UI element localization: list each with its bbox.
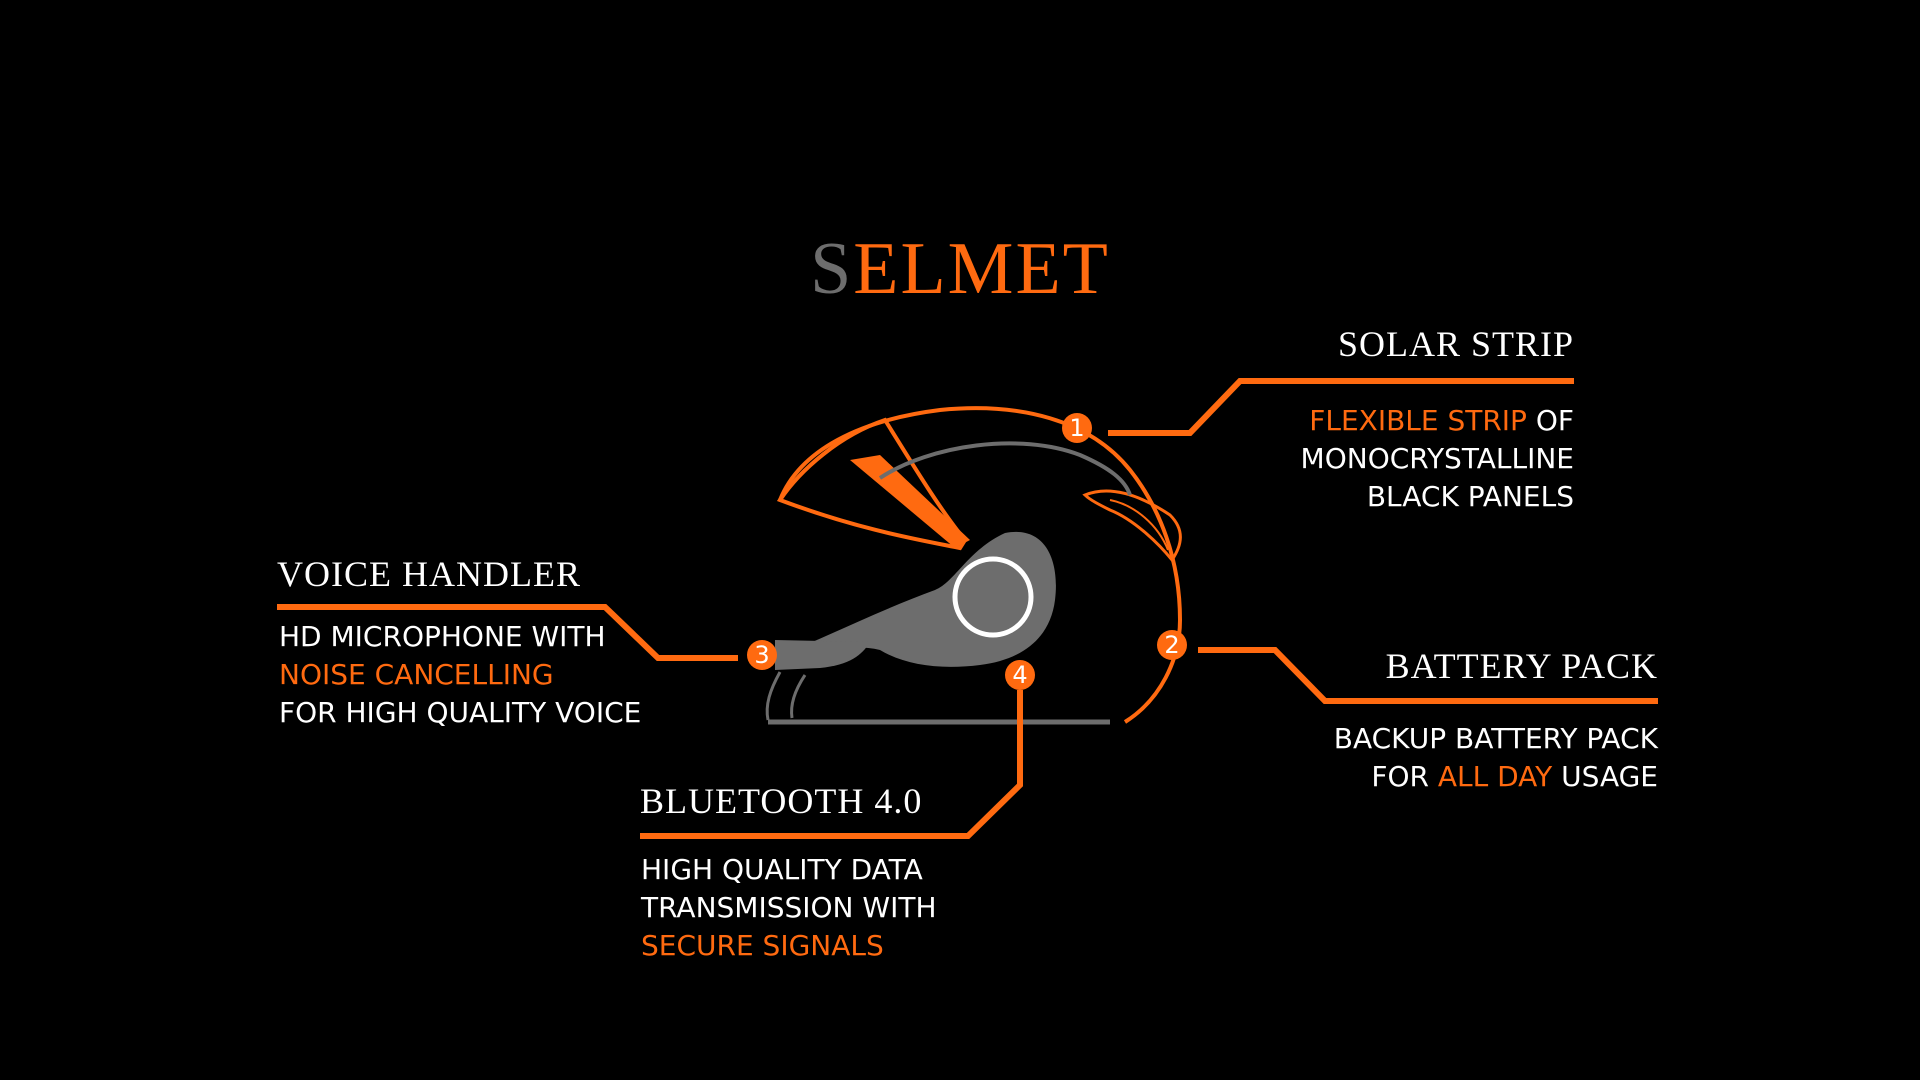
battery-heading: BATTERY PACK xyxy=(1385,646,1658,686)
battery-desc-line2: FOR ALL DAY USAGE xyxy=(1334,758,1658,796)
marker-solar: 1 xyxy=(1062,413,1092,443)
voice-leader-line xyxy=(277,604,738,661)
voice-desc-line3: FOR HIGH QUALITY VOICE xyxy=(279,696,642,729)
helmet-rear-fin xyxy=(1082,489,1182,563)
solar-heading: SOLAR STRIP xyxy=(1337,324,1574,364)
solar-description: FLEXIBLE STRIP OF MONOCRYSTALLINE BLACK … xyxy=(1301,402,1574,516)
helmet-rear-fin-inner xyxy=(1109,499,1169,551)
bluetooth-description: HIGH QUALITY DATA TRANSMISSION WITH SECU… xyxy=(641,851,937,965)
marker-battery: 2 xyxy=(1157,630,1187,660)
helmet-visor xyxy=(776,417,968,551)
bluetooth-desc-line2: TRANSMISSION WITH xyxy=(641,891,937,924)
marker-bluetooth: 4 xyxy=(1005,660,1035,690)
battery-desc-highlight: ALL DAY xyxy=(1437,760,1553,793)
voice-desc-highlight: NOISE CANCELLING xyxy=(279,658,554,691)
voice-desc-line1: HD MICROPHONE WITH xyxy=(279,620,606,653)
battery-leader-line xyxy=(1198,647,1658,704)
solar-desc-highlight: FLEXIBLE STRIP xyxy=(1309,404,1527,437)
bluetooth-desc-highlight: SECURE SIGNALS xyxy=(641,929,884,962)
title-first-letter: S xyxy=(810,228,854,310)
bluetooth-desc-line1: HIGH QUALITY DATA xyxy=(641,853,923,886)
page-title: SELMET xyxy=(0,232,1920,306)
helmet-chin-lower xyxy=(765,671,782,721)
battery-desc-line2-pre: FOR xyxy=(1371,760,1438,793)
battery-description: BACKUP BATTERY PACK FOR ALL DAY USAGE xyxy=(1334,720,1658,796)
voice-description: HD MICROPHONE WITH NOISE CANCELLING FOR … xyxy=(279,618,641,732)
battery-desc-line1: BACKUP BATTERY PACK xyxy=(1333,722,1658,755)
marker-voice: 3 xyxy=(747,640,777,670)
solar-desc-line2: MONOCRYSTALLINE xyxy=(1300,442,1574,475)
voice-heading: VOICE HANDLER xyxy=(277,554,581,594)
bluetooth-leader-line xyxy=(640,690,1023,839)
title-rest: ELMET xyxy=(853,228,1110,310)
helmet-chin-inner xyxy=(790,674,807,719)
battery-desc-line2-post: USAGE xyxy=(1552,760,1658,793)
solar-desc-line3: BLACK PANELS xyxy=(1366,480,1574,513)
helmet-chin xyxy=(775,640,870,670)
solar-desc-line1: FLEXIBLE STRIP OF xyxy=(1301,402,1574,440)
helmet-speaker-ring xyxy=(952,556,1034,638)
helmet-inner-dome xyxy=(878,441,1132,496)
solar-leader-line xyxy=(1108,378,1574,436)
helmet-visor-stripe xyxy=(850,455,970,548)
bluetooth-heading: BLUETOOTH 4.0 xyxy=(640,781,923,821)
solar-desc-line1-rest: OF xyxy=(1526,404,1574,437)
